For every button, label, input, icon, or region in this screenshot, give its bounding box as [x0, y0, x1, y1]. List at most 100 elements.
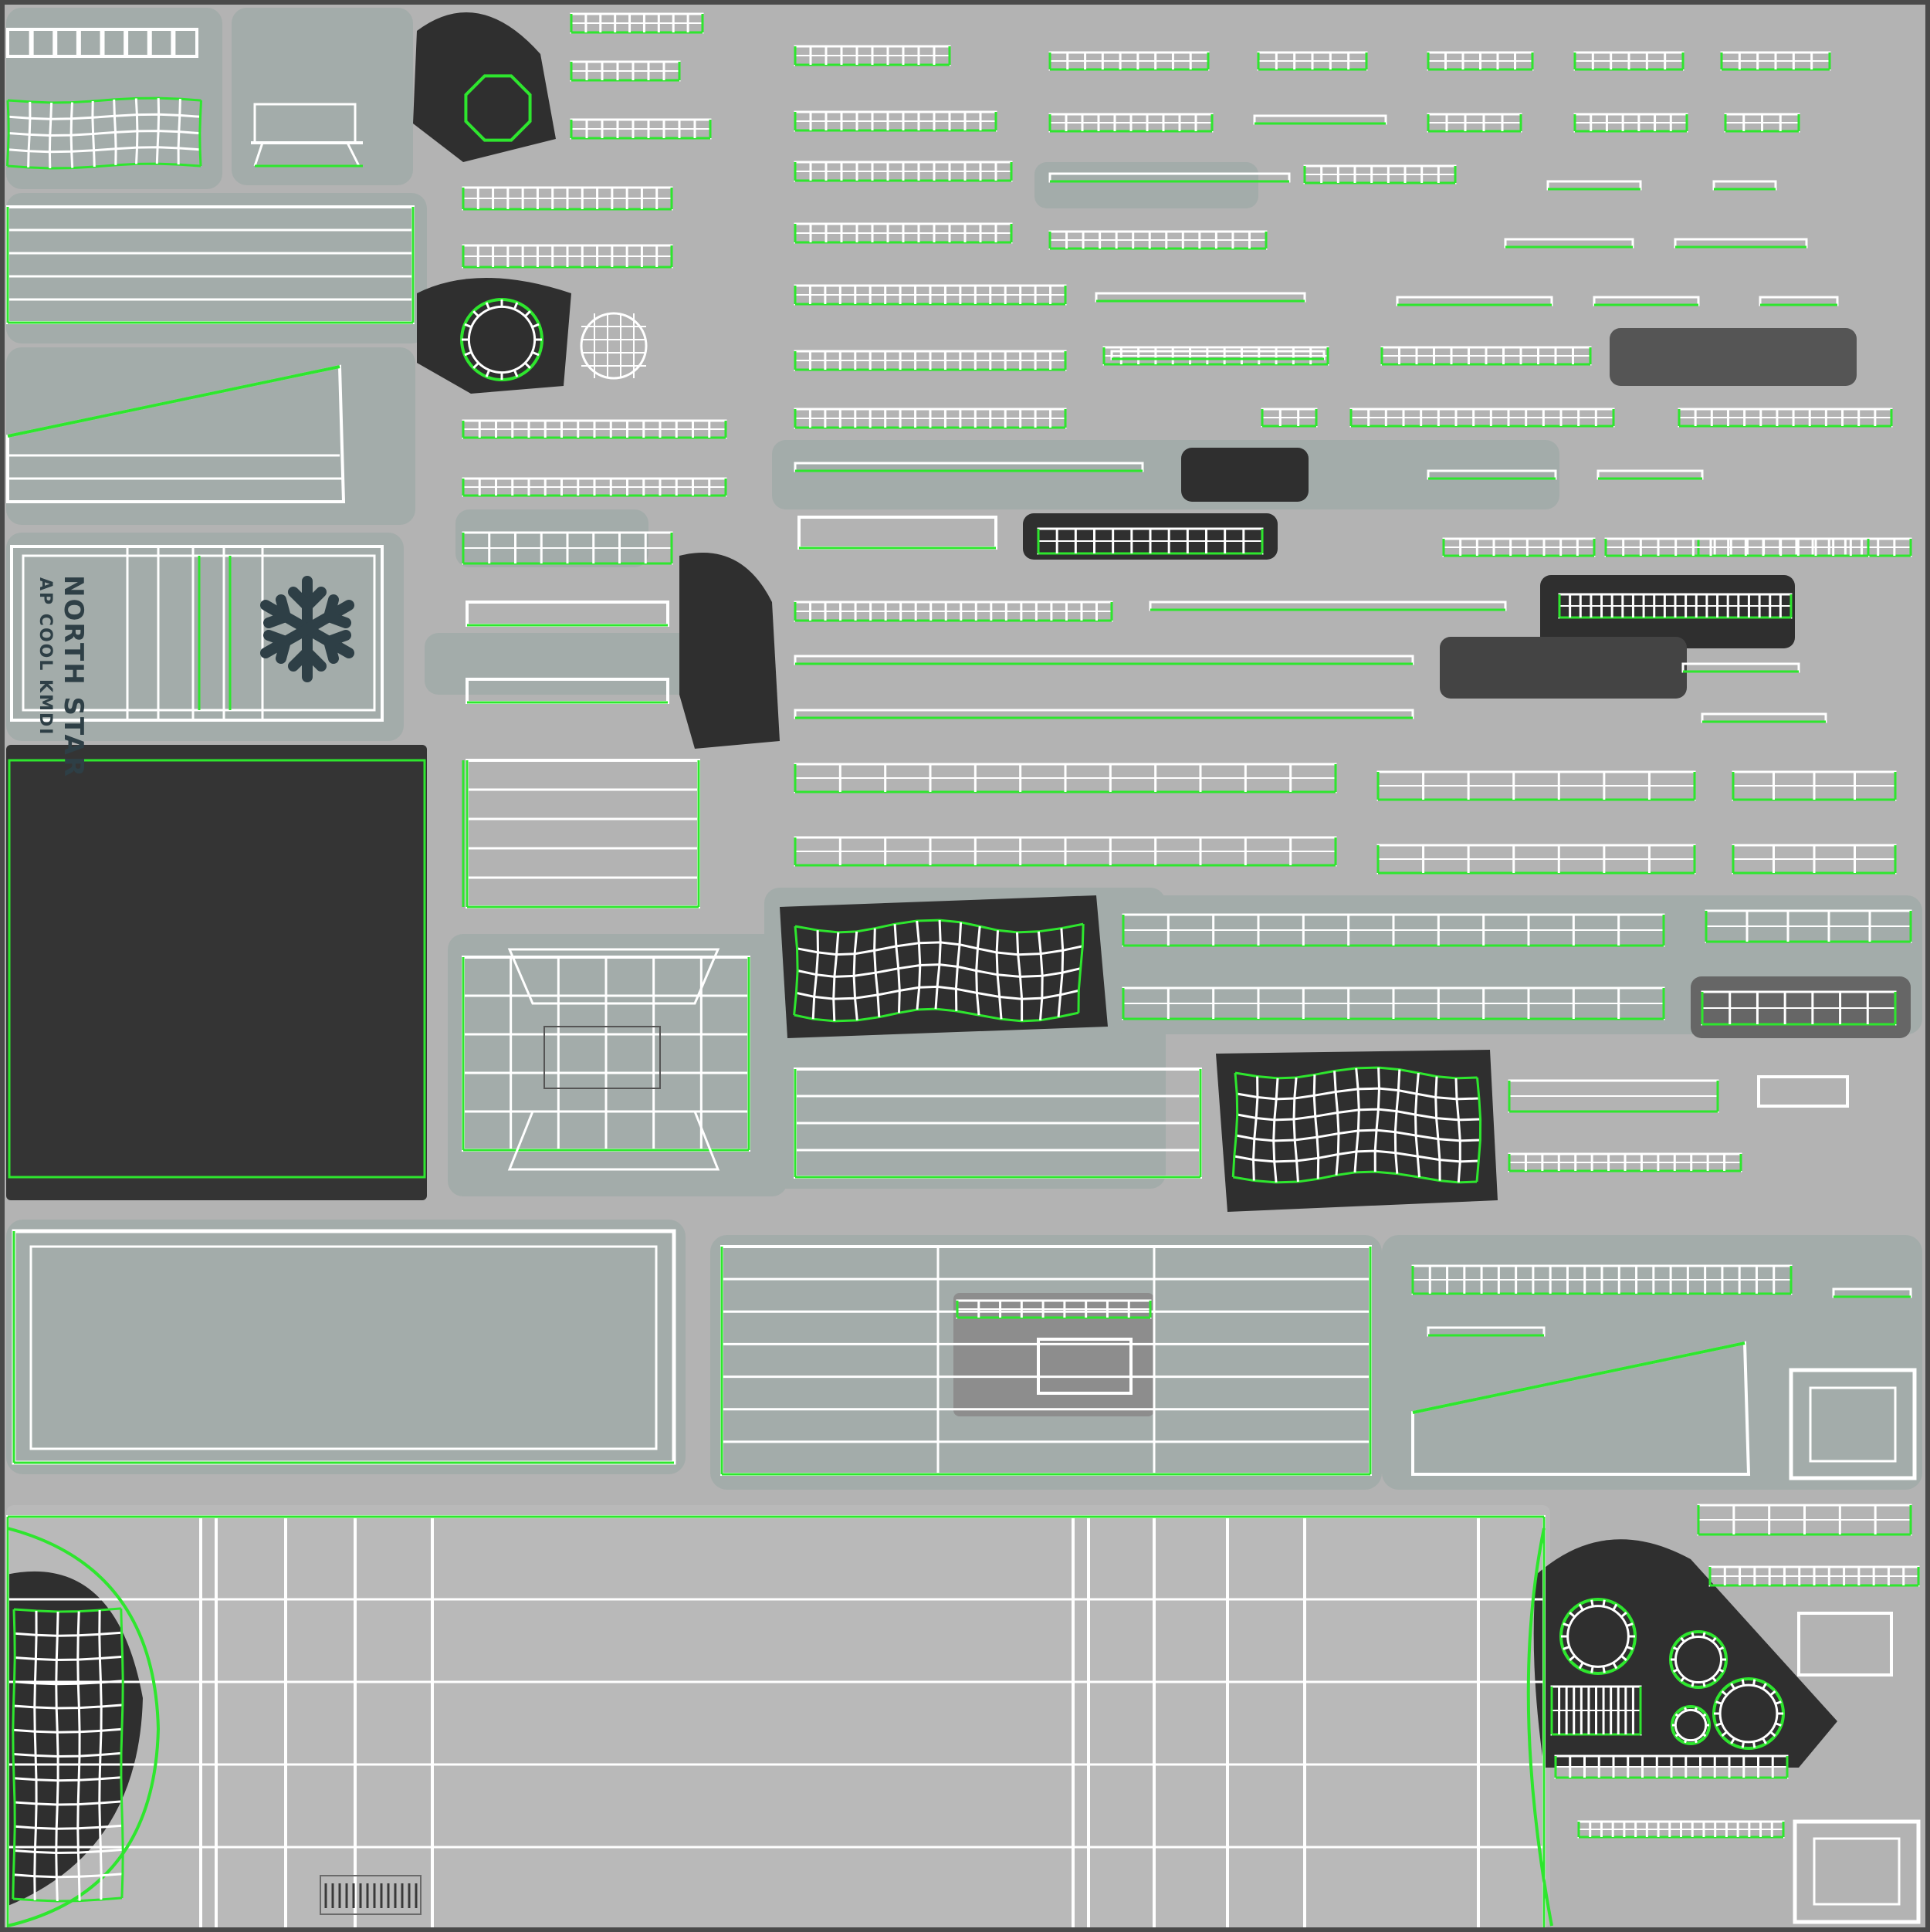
rail-strip: [1048, 51, 1210, 71]
small-frame-square: [1789, 1368, 1917, 1480]
uv-wireframe-layer: [6, 12, 1921, 1931]
cap-spoke: [1674, 1733, 1679, 1737]
label-plate-decal: NORTH STAR AP COOL KMDI: [36, 575, 354, 778]
mesh-col: [27, 101, 32, 167]
mesh-col: [155, 98, 161, 164]
dark-handle-island: [679, 553, 780, 749]
rail-strip: [1427, 51, 1534, 71]
shell-mid-rail: [1034, 162, 1258, 208]
shelf-rung: [956, 1299, 1152, 1319]
cap-spoke: [1620, 1611, 1627, 1618]
shell-bracket: [232, 8, 413, 185]
cap-spoke: [1578, 1603, 1584, 1611]
knob-strip: [1554, 1754, 1789, 1779]
body-seam-right: [1526, 1528, 1553, 1927]
mesh-col: [1393, 1069, 1401, 1174]
wide-rail: [1122, 986, 1665, 1020]
cap-spoke: [485, 302, 491, 310]
box-decal-strip: [543, 1026, 661, 1089]
rail-strip: [794, 350, 1067, 371]
mesh-row: [13, 1776, 122, 1782]
wide-rail: [1732, 844, 1897, 875]
cap-spoke: [1680, 1636, 1685, 1643]
mesh-col: [1414, 1072, 1420, 1178]
rail-strip: [462, 477, 727, 497]
cap-spoke: [1626, 1646, 1634, 1650]
cap-spoke: [1672, 1646, 1679, 1651]
cap-spoke: [1578, 1662, 1584, 1670]
wide-rail: [1376, 770, 1696, 801]
uv-shells-layer: [6, 8, 1922, 1928]
cap-spoke: [1602, 1599, 1606, 1607]
mesh-col: [91, 100, 96, 167]
mesh-col: [98, 1609, 103, 1900]
knob-strip: [1577, 1820, 1785, 1839]
mesh-col: [1251, 1076, 1259, 1181]
mesh-row: [13, 1704, 124, 1710]
mesh-row: [12, 1896, 123, 1903]
mesh-col: [1475, 1077, 1482, 1183]
grip-strip: [1558, 593, 1793, 619]
rail-strip: [1724, 113, 1800, 133]
cap-spoke: [1672, 1668, 1679, 1673]
rail-strip: [1604, 537, 1870, 557]
rail-strip: [1427, 113, 1522, 133]
seam: [1412, 1342, 1745, 1414]
mesh-col: [69, 102, 74, 168]
label-plate: [10, 545, 384, 722]
shell-ringbars: [455, 509, 648, 567]
cap-spoke: [1712, 1636, 1717, 1643]
dark-octagon-island: [413, 12, 556, 162]
grip-strip: [1411, 1264, 1793, 1295]
cap-spoke: [485, 369, 491, 377]
frame-front-inner: [29, 1245, 658, 1450]
small-bracket: [1797, 1612, 1893, 1677]
wide-rail: [1701, 990, 1897, 1026]
rail-strip: [1349, 408, 1615, 428]
rail-strip: [1708, 1565, 1920, 1587]
cap-spoke: [1590, 1666, 1594, 1673]
rail-strip: [570, 60, 681, 82]
knob-grille: [1550, 1685, 1642, 1736]
mesh-col: [893, 924, 901, 1013]
cap-spoke: [1569, 1611, 1576, 1618]
cap-spoke: [472, 362, 479, 369]
rail-strip: [794, 601, 1113, 622]
mesh-row: [8, 146, 201, 154]
cap-spoke: [1718, 1646, 1725, 1651]
wedge-seam: [7, 365, 340, 438]
rail-strip: [1508, 1152, 1742, 1172]
mesh-col: [1454, 1078, 1461, 1183]
back-panel-seam: [8, 759, 426, 1179]
mesh-col: [177, 99, 181, 165]
cap-spoke: [524, 362, 531, 369]
cap-spoke: [1702, 1632, 1706, 1638]
mesh-row: [7, 96, 201, 104]
shell-center-box: [448, 934, 787, 1196]
small-bracket: [1757, 1075, 1849, 1108]
mesh-col: [995, 930, 1003, 1020]
mesh-row: [7, 162, 201, 170]
cap-spoke: [1715, 1700, 1722, 1705]
cap-spoke: [1569, 1655, 1576, 1662]
rail-strip: [794, 110, 997, 132]
mesh-col: [113, 99, 117, 165]
bracket-leg: [253, 142, 264, 167]
dark-body-side-island: [6, 1571, 143, 1907]
cap-spoke: [1626, 1622, 1634, 1627]
shelf-part: [1037, 1338, 1133, 1395]
rail-strip: [1720, 51, 1831, 71]
rail-strip: [1678, 408, 1893, 428]
body-seam-left: [7, 1527, 161, 1927]
rounded-rail: [1508, 1079, 1719, 1113]
cap-spoke: [1612, 1662, 1618, 1670]
dark-small-e: [1610, 328, 1857, 386]
cap-spoke: [464, 323, 472, 329]
mesh-col: [1292, 1077, 1299, 1183]
rail-strip: [794, 45, 951, 66]
cap-spoke: [1702, 1733, 1707, 1737]
bracket-leg: [346, 142, 361, 167]
cap-spoke: [1730, 1683, 1735, 1690]
mesh-col: [852, 931, 858, 1021]
decal-model-text: AP COOL KMDI: [36, 577, 55, 736]
